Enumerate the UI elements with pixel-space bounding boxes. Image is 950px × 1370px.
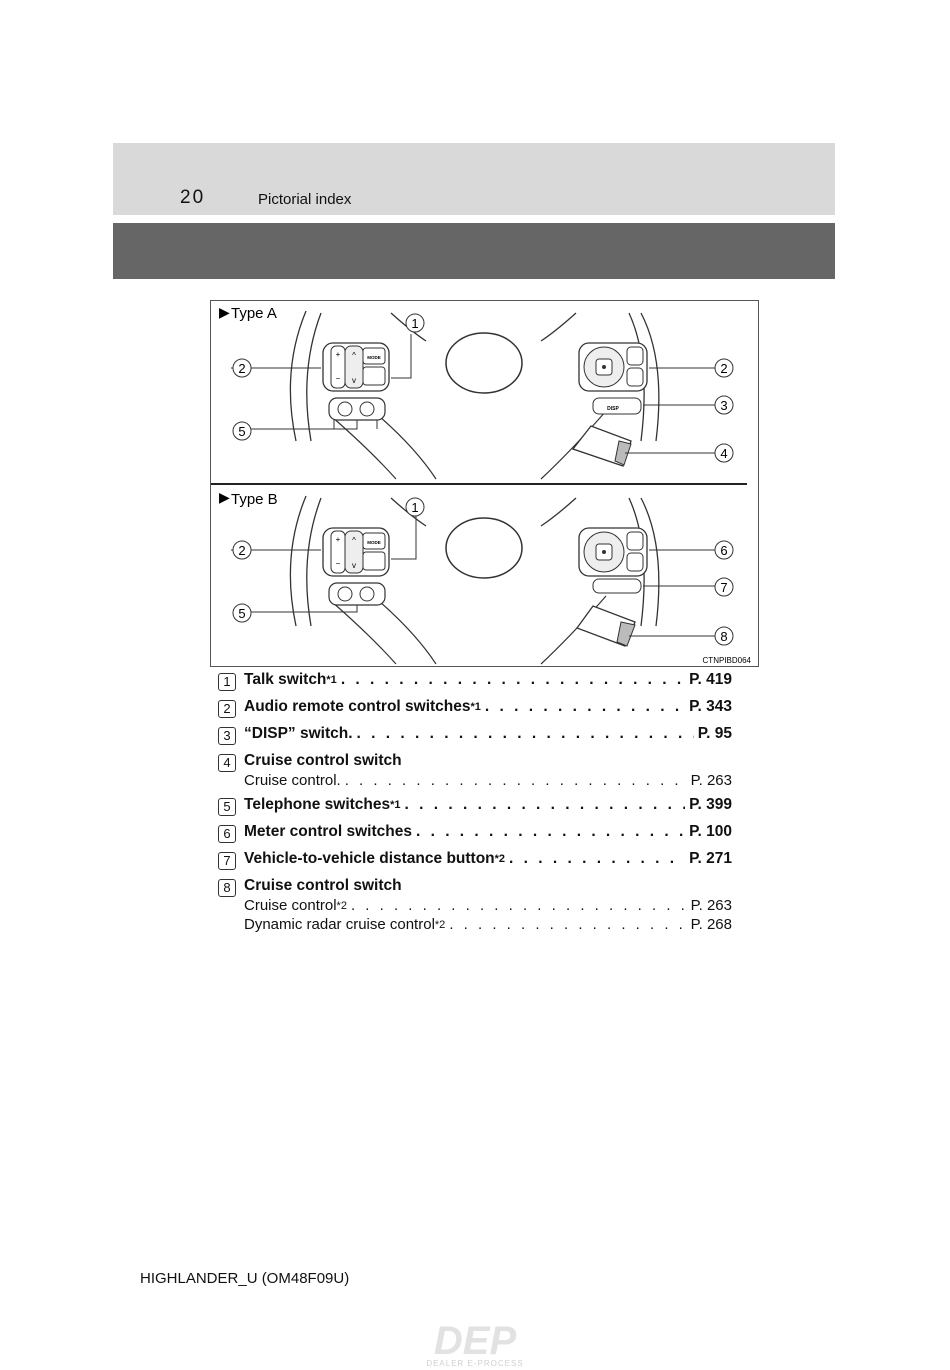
section-title: Pictorial index <box>258 191 352 208</box>
type-b-label: Type B <box>231 491 278 508</box>
list-item: 2 Audio remote control switches*1 P. 343 <box>218 697 732 718</box>
item-label: Telephone switches <box>244 796 391 813</box>
page-ref-link[interactable]: P. 100 <box>689 823 732 840</box>
page-ref-link[interactable]: P. 419 <box>689 671 732 688</box>
item-label: Audio remote control switches <box>244 698 471 715</box>
callout-1a: 1 <box>411 316 418 331</box>
page-number: 20 <box>180 187 206 208</box>
item-number: 7 <box>218 852 236 870</box>
sub-item-label: Dynamic radar cruise control <box>244 916 435 933</box>
item-label: Cruise control switch <box>244 752 402 769</box>
list-item: 8 Cruise control switch Cruise control*2… <box>218 876 732 934</box>
list-item: 6 Meter control switches P. 100 <box>218 822 732 843</box>
svg-text:▶: ▶ <box>219 304 230 320</box>
item-number: 2 <box>218 700 236 718</box>
item-label: Vehicle-to-vehicle distance button <box>244 850 495 867</box>
callout-5a: 5 <box>238 424 245 439</box>
type-a-diagram: ▶ Type A DISP 1 2 2 3 <box>219 304 734 480</box>
figure-code: CTNPIBD064 <box>703 656 752 665</box>
list-item: 5 Telephone switches*1 P. 399 <box>218 795 732 816</box>
header-band <box>113 143 835 215</box>
page-ref-link[interactable]: P. 271 <box>689 850 732 867</box>
callout-4: 4 <box>720 446 727 461</box>
type-a-label: Type A <box>231 305 277 322</box>
callout-3: 3 <box>720 398 727 413</box>
pictorial-index-list: 1 Talk switch*1 P. 419 2 Audio remote co… <box>218 668 732 934</box>
list-item: 1 Talk switch*1 P. 419 <box>218 670 732 691</box>
page-ref-link[interactable]: P. 268 <box>690 916 732 933</box>
callout-1b: 1 <box>411 500 418 515</box>
footer-model: HIGHLANDER_U (OM48F09U) <box>140 1270 350 1287</box>
item-number: 1 <box>218 673 236 691</box>
callout-8: 8 <box>720 629 727 644</box>
callout-2a-left: 2 <box>238 361 245 376</box>
item-label: Cruise control switch <box>244 877 402 894</box>
page-ref-link[interactable]: P. 263 <box>690 897 732 914</box>
list-item: 7 Vehicle-to-vehicle distance button*2 P… <box>218 849 732 870</box>
list-item: 4 Cruise control switch Cruise control. … <box>218 751 732 790</box>
page-ref-link[interactable]: P. 343 <box>689 698 732 715</box>
callout-7: 7 <box>720 580 727 595</box>
disp-button-label: DISP <box>607 406 619 412</box>
callout-6: 6 <box>720 543 727 558</box>
type-b-diagram: ▶ Type B 1 2 6 7 8 5 CTNPIBD064 <box>219 489 752 665</box>
sub-item-label: Cruise control. <box>244 772 341 789</box>
item-number: 6 <box>218 825 236 843</box>
sub-item-label: Cruise control <box>244 897 337 914</box>
callout-2b: 2 <box>238 543 245 558</box>
page-ref-link[interactable]: P. 399 <box>689 796 732 813</box>
page-ref-link[interactable]: P. 263 <box>690 772 732 789</box>
item-label: Talk switch <box>244 671 327 688</box>
item-number: 4 <box>218 754 236 772</box>
dep-logo: DEP DEALER E-PROCESS <box>426 1319 523 1368</box>
page-ref-link[interactable]: P. 95 <box>697 725 732 742</box>
steering-wheel-figure: MODE + − ^ v ▶ Type A <box>210 300 759 667</box>
steering-wheel-illustration: MODE + − ^ v ▶ Type A <box>211 304 752 665</box>
svg-text:▶: ▶ <box>219 489 230 505</box>
item-label: Meter control switches <box>244 823 412 840</box>
header-dark-band <box>113 223 835 279</box>
item-number: 8 <box>218 879 236 897</box>
callout-5b: 5 <box>238 606 245 621</box>
logo-tagline: DEALER E-PROCESS <box>426 1359 523 1368</box>
callout-2a-right: 2 <box>720 361 727 376</box>
list-item: 3 “DISP” switch. P. 95 <box>218 724 732 745</box>
logo-letters: DEP <box>434 1319 517 1363</box>
item-number: 5 <box>218 798 236 816</box>
item-number: 3 <box>218 727 236 745</box>
item-label: “DISP” switch. <box>244 725 353 742</box>
